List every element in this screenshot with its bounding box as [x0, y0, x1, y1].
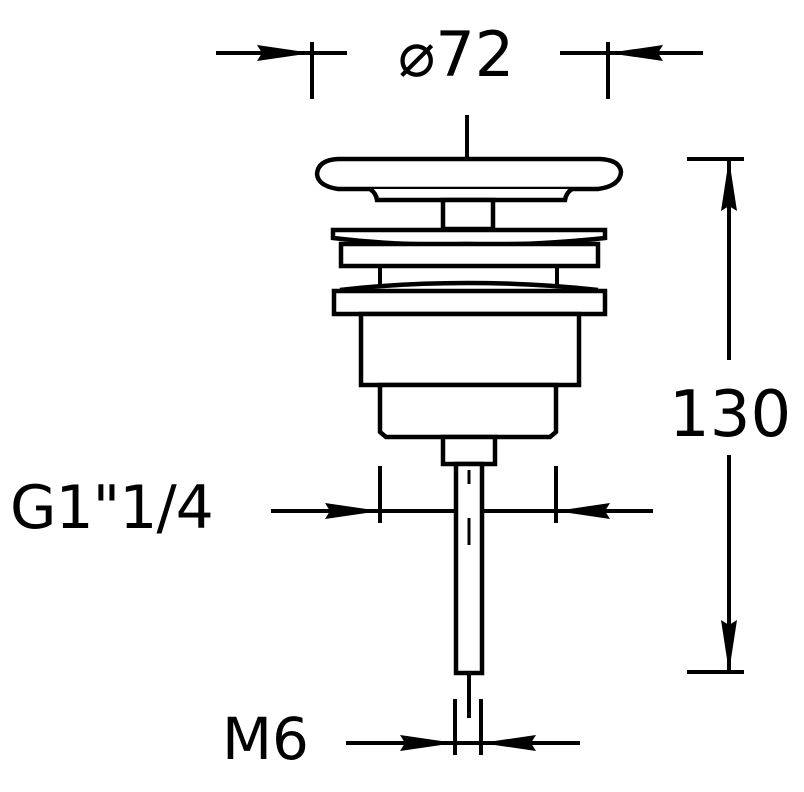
upper-ring	[338, 241, 601, 269]
valve-body	[314, 156, 624, 718]
height-dimension	[687, 157, 744, 674]
rod-thread-label: M6	[222, 705, 309, 773]
arrow-down-icon	[721, 620, 737, 672]
arrow-right-icon	[325, 503, 380, 519]
rod-nut	[440, 434, 498, 467]
lower-body	[377, 382, 559, 440]
stem	[440, 197, 496, 232]
rod	[453, 461, 485, 676]
main-body	[358, 311, 582, 388]
lower-flange	[331, 288, 608, 317]
height-label: 130	[669, 378, 792, 452]
cap	[314, 156, 624, 192]
diameter-label: ⌀72	[398, 18, 515, 91]
arrow-right-icon	[400, 735, 455, 751]
diameter-dimension	[216, 42, 703, 99]
arrow-right-icon	[257, 45, 312, 61]
lower-flange-lip	[339, 280, 599, 293]
arrow-up-icon	[721, 159, 737, 211]
arrow-left-icon	[608, 45, 663, 61]
m6-dimension	[346, 699, 580, 755]
thread-dimension	[271, 466, 653, 523]
thread-label: G1"1/4	[10, 473, 214, 543]
